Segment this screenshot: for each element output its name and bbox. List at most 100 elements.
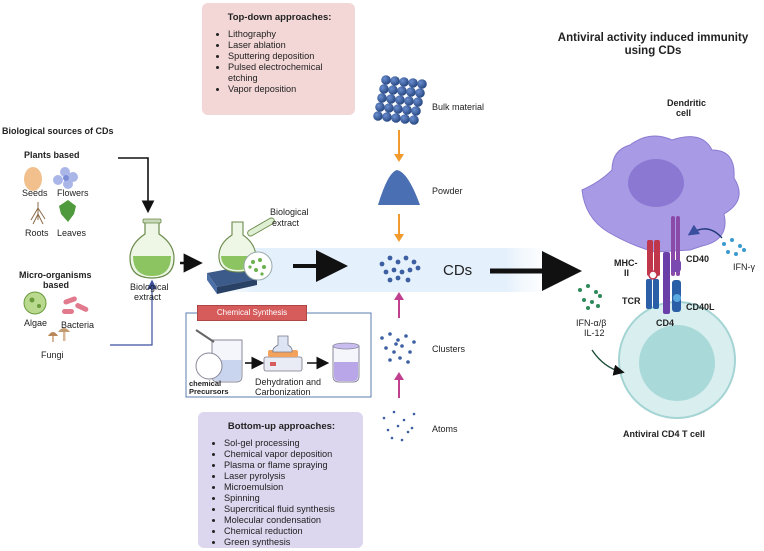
top-down-item: Laser ablation — [228, 40, 347, 51]
ifn-gamma-arrow — [687, 224, 723, 239]
petri-dish-icon — [243, 251, 273, 281]
cluster-dot — [394, 342, 398, 346]
mhc-ii-receptor — [647, 240, 660, 280]
chemical-synthesis-header: Chemical Synthesis — [197, 305, 307, 321]
immunity-title-line2: using CDs — [624, 45, 682, 57]
plants-to-flask-arrow — [118, 157, 155, 214]
bio-extract-label-line2: extract — [272, 218, 300, 228]
test-tube-icon — [247, 217, 275, 237]
clusters-label: Clusters — [432, 344, 466, 354]
atom-dot — [412, 412, 416, 416]
bulk-sphere — [399, 77, 409, 87]
bulk-sphere — [408, 78, 418, 88]
bulk-sphere — [417, 79, 427, 89]
il12-label: IL-12 — [584, 328, 605, 338]
precursors-label-line1: chemical — [189, 379, 222, 388]
fungi-label: Fungi — [41, 350, 64, 360]
mhc-label-line2: II — [624, 268, 630, 278]
ifn-alpha-dot — [586, 284, 590, 288]
top-down-item: Vapor deposition — [228, 84, 347, 95]
cd-dot — [395, 275, 401, 281]
atoms-label: Atoms — [432, 424, 458, 434]
bottom-up-item: Plasma or flame spraying — [224, 460, 355, 471]
cd4-receptor — [663, 252, 670, 314]
cd-dot — [387, 277, 393, 283]
cd-dot — [411, 259, 417, 265]
ifn-alpha-dot — [598, 294, 602, 298]
cluster-dot — [388, 358, 392, 362]
bio-extract-label-line1: Biological — [270, 207, 309, 217]
immunity-title-line1: Antiviral activity induced immunity — [557, 32, 749, 44]
cd-dot — [387, 255, 393, 261]
bulk-sphere — [390, 76, 400, 86]
ifn-gamma-dot — [726, 250, 730, 254]
powder-icon — [378, 170, 420, 205]
flask-label-line1: Biological — [130, 282, 169, 292]
bottom-up-item: Spinning — [224, 493, 355, 504]
bulk-sphere — [409, 115, 419, 125]
cluster-dot — [396, 338, 400, 342]
leaves-label: Leaves — [57, 228, 87, 238]
step-label-line2: Carbonization — [255, 387, 311, 397]
microbes-to-flask-arrow — [110, 279, 157, 346]
cluster-dot — [398, 356, 402, 360]
cds-dots-icon — [379, 255, 421, 283]
algae-label: Algae — [24, 318, 48, 328]
micro-title-line1: Micro-organisms — [19, 270, 92, 280]
powder-label: Powder — [432, 186, 463, 196]
tcr-receptor — [646, 279, 659, 309]
dendritic-cell-label-line2: cell — [676, 108, 692, 118]
bulk-sphere — [373, 111, 383, 121]
bacteria-label: Bacteria — [61, 320, 95, 330]
atom-dot — [396, 424, 400, 428]
clusters-icon — [380, 332, 416, 364]
cluster-dot — [412, 340, 416, 344]
atom-dot — [392, 410, 396, 414]
ifn-gamma-dot — [738, 244, 742, 248]
plants-title: Plants based — [24, 150, 80, 160]
tcr-label: TCR — [622, 296, 641, 306]
biological-extract-flask — [129, 218, 175, 279]
seed-icon — [24, 167, 42, 191]
heater-icon — [263, 335, 303, 372]
ifn-alpha-dot — [590, 300, 594, 304]
cd40-label: CD40 — [686, 254, 710, 264]
bulk-sphere — [397, 86, 407, 96]
dendritic-cell-label-line1: Dendritic — [667, 98, 707, 108]
ifn-alpha-dot — [596, 304, 600, 308]
cds-label: CDs — [443, 262, 473, 279]
ifn-alpha-dot — [586, 306, 590, 310]
bulk-sphere — [402, 105, 412, 115]
atom-dot — [402, 418, 406, 422]
ifn-gamma-dot — [742, 248, 746, 252]
flowers-label: Flowers — [57, 188, 89, 198]
bulk-sphere — [406, 87, 416, 97]
cd40l-receptor — [672, 280, 681, 312]
bulk-sphere — [415, 88, 425, 98]
top-down-arrows — [394, 130, 404, 242]
cd-dot — [399, 269, 405, 275]
precursors-label-line2: Precursors — [189, 387, 229, 396]
precursors-dish-icon — [195, 352, 223, 380]
top-down-title: Top-down approaches: — [227, 12, 332, 23]
cluster-dot — [406, 360, 410, 364]
fungi-icon — [48, 328, 70, 342]
algae-icon — [23, 291, 47, 315]
cluster-dot — [380, 336, 384, 340]
seeds-label: Seeds — [22, 188, 48, 198]
cluster-dot — [400, 344, 404, 348]
atom-dot — [390, 436, 394, 440]
top-down-box: Top-down approaches: LithographyLaser ab… — [202, 3, 355, 115]
ifn-alpha-dots — [578, 284, 602, 310]
cd-dot — [415, 265, 421, 271]
bulk-sphere — [375, 102, 385, 112]
dendritic-cell-nucleus — [628, 159, 684, 207]
ifn-alpha-arrow — [591, 349, 625, 376]
bulk-material-icon — [373, 75, 427, 125]
roots-label: Roots — [25, 228, 49, 238]
cd40l-label: CD40L — [686, 302, 715, 312]
leaf-icon — [59, 200, 76, 222]
cd-dot — [407, 267, 413, 273]
bottom-up-arrows — [394, 292, 404, 398]
cd-dot — [403, 255, 409, 261]
